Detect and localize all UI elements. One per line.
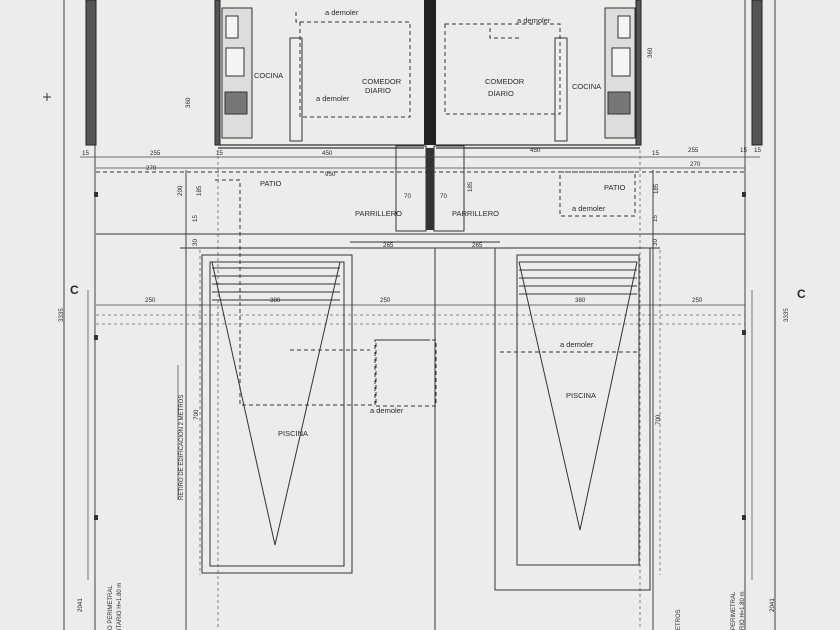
grill-label-right: PARRILLERO [452, 209, 499, 218]
perimeter-wall-note-right-a: PERIMETRAL [731, 591, 737, 630]
dining-label-left-2: DIARIO [365, 86, 391, 95]
partitions [289, 37, 568, 232]
grill-label-left: PARRILLERO [355, 209, 402, 218]
dim-700-right: 700 [655, 414, 662, 425]
dim-250-a: 250 [145, 297, 156, 304]
demolish-note-1: a demoler [325, 8, 359, 17]
demolish-note-6: a demoler [370, 406, 404, 415]
dim-380-a: 380 [270, 297, 281, 304]
dim-15-right-3: 15 [754, 147, 761, 154]
dashed-guides [96, 150, 745, 630]
dim-450-right: 450 [530, 147, 541, 154]
dining-label-right-2: DIARIO [488, 89, 514, 98]
dim-30-vertical-left: 30 [192, 239, 199, 246]
dim-3335-right: 3335 [783, 308, 790, 322]
pool-label-right: PISCINA [566, 391, 596, 400]
dim-70-a: 70 [404, 193, 411, 200]
dim-360-left: 360 [185, 97, 192, 108]
dining-label-left: COMEDOR [362, 77, 402, 86]
dim-250-c: 250 [692, 297, 703, 304]
perimeter-wall-note-left-a: O PERIMETRAL [108, 585, 114, 630]
dim-15-vertical-left: 15 [192, 215, 199, 222]
side-walls [85, 0, 763, 146]
section-mark-left: C [70, 283, 79, 297]
dim-185-center: 185 [467, 181, 474, 192]
dim-30-vertical-right: 30 [652, 239, 659, 246]
patio-label-left: PATIO [260, 179, 282, 188]
central-wall-lower [426, 148, 434, 230]
dim-70-b: 70 [440, 193, 447, 200]
perimeter-wall-note-right-b: RIO H=1.80 m [740, 591, 746, 630]
demolish-note-5: a demoler [560, 340, 594, 349]
cut-note-right: ETROS [676, 609, 682, 630]
dining-label-right: COMEDOR [485, 77, 525, 86]
kitchen-label-right: COCINA [572, 82, 601, 91]
demolish-note-3: a demoler [316, 94, 350, 103]
dim-2041-left: 2041 [77, 598, 84, 612]
dim-250-b: 250 [380, 297, 391, 304]
dimension-lines [80, 156, 760, 580]
central-wall [424, 0, 436, 145]
dim-255-right: 255 [688, 147, 699, 154]
kitchen-label-left: COCINA [254, 71, 283, 80]
dim-15-left-2: 15 [216, 150, 223, 157]
dim-270-right: 270 [690, 161, 701, 168]
dim-15-left-1: 15 [82, 150, 89, 157]
dim-380-b: 380 [575, 297, 586, 304]
kitchen-counter-left [221, 7, 253, 139]
dim-15-right-2: 15 [740, 147, 747, 154]
dim-270-left: 270 [146, 165, 157, 172]
dim-185-right: 185 [653, 183, 660, 194]
dim-2041-right: 2041 [769, 598, 776, 612]
pool-left [201, 254, 353, 574]
demolish-note-2: a demoler [517, 16, 551, 25]
dim-950: 950 [325, 171, 336, 178]
dim-200-left: 200 [177, 185, 184, 196]
patio-label-right: PATIO [604, 183, 626, 192]
cross-mark [43, 93, 51, 101]
dim-185-left: 185 [196, 185, 203, 196]
perimeter-wall-note-left-b: ITARIO H=1.80 m [117, 583, 123, 630]
dim-3335-left: 3335 [58, 308, 65, 322]
dim-700-left: 700 [193, 409, 200, 420]
dim-255-left: 255 [150, 150, 161, 157]
dim-265-right: 265 [472, 242, 483, 249]
pool-right [494, 247, 651, 591]
dim-265-left: 265 [383, 242, 394, 249]
house-outlines [218, 144, 640, 149]
dim-360-right: 360 [647, 47, 654, 58]
dim-15-vertical-right: 15 [652, 215, 659, 222]
posts [94, 192, 746, 520]
dim-450-left: 450 [322, 150, 333, 157]
kitchen-counter-right [604, 7, 636, 139]
setback-note: RETIRO DE EDIFICACION 2 METROS [179, 395, 185, 500]
section-mark-right: C [797, 287, 806, 301]
demolish-note-4: a demoler [572, 204, 606, 213]
pool-label-left: PISCINA [278, 429, 308, 438]
dim-15-right-1: 15 [652, 150, 659, 157]
